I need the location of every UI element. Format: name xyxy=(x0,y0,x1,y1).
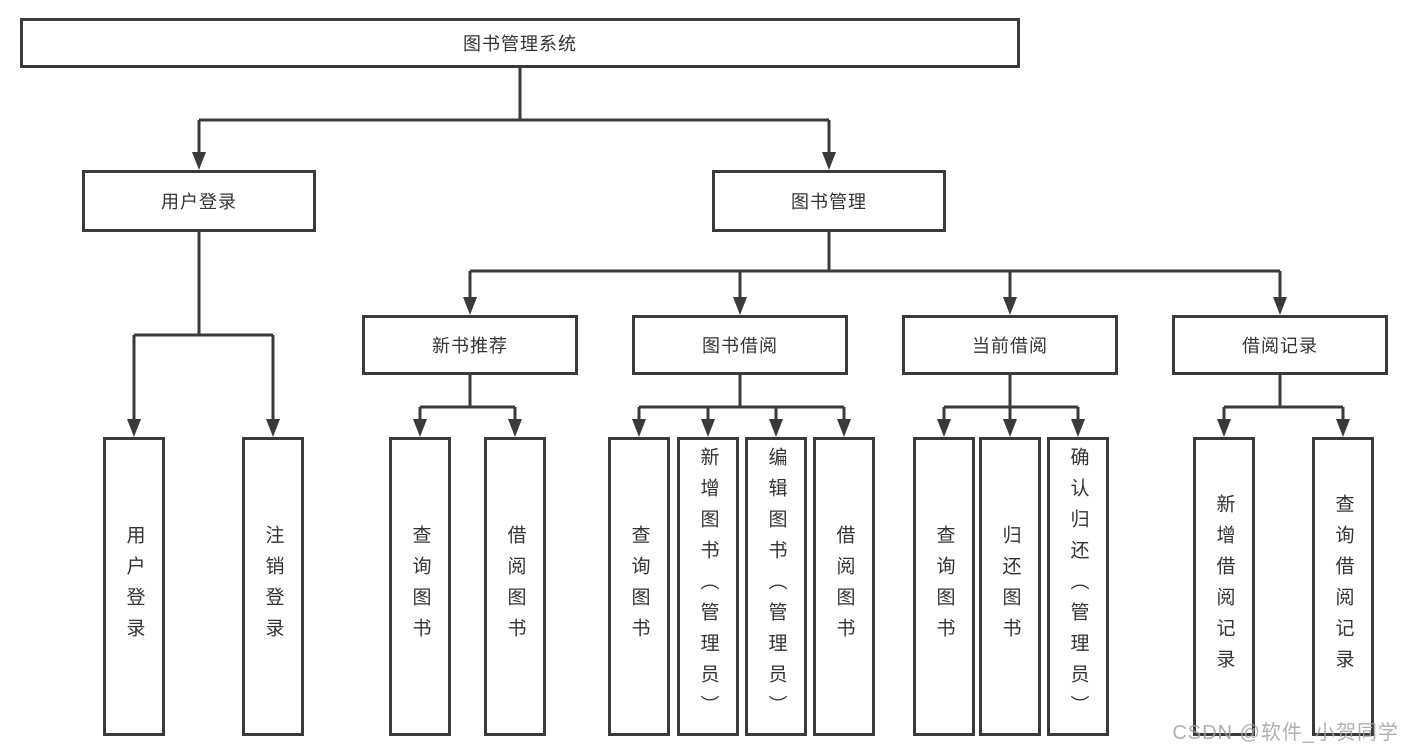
leaf-logout: 注销登录 xyxy=(242,437,304,736)
leaf-borrow-books-recommend-label: 借阅图书 xyxy=(504,524,526,649)
leaf-confirm-return-admin: 确认归还（管理员） xyxy=(1047,437,1109,736)
leaf-borrow-books-recommend: 借阅图书 xyxy=(484,437,546,736)
node-library-management-system: 图书管理系统 xyxy=(20,18,1020,68)
leaf-add-books-admin-label: 新增图书（管理员） xyxy=(697,447,719,726)
leaf-query-borrow-record-label: 查询借阅记录 xyxy=(1332,493,1354,680)
node-user-login: 用户登录 xyxy=(82,170,316,232)
leaf-add-borrow-record-label: 新增借阅记录 xyxy=(1213,493,1235,680)
node-book-borrowing: 图书借阅 xyxy=(632,315,848,375)
node-current-borrowing: 当前借阅 xyxy=(902,315,1118,375)
leaf-query-books-borrowing-label: 查询图书 xyxy=(628,524,650,649)
leaf-user-login-label: 用户登录 xyxy=(123,524,145,649)
leaf-borrow-books-label: 借阅图书 xyxy=(833,524,855,649)
leaf-confirm-return-admin-label: 确认归还（管理员） xyxy=(1067,447,1089,726)
leaf-add-borrow-record: 新增借阅记录 xyxy=(1193,437,1255,736)
leaf-query-books-recommend: 查询图书 xyxy=(389,437,451,736)
leaf-edit-books-admin: 编辑图书（管理员） xyxy=(745,437,807,736)
node-borrowing-records: 借阅记录 xyxy=(1172,315,1388,375)
leaf-query-books-recommend-label: 查询图书 xyxy=(409,524,431,649)
leaf-query-books-current: 查询图书 xyxy=(913,437,975,736)
leaf-edit-books-admin-label: 编辑图书（管理员） xyxy=(765,447,787,726)
leaf-query-borrow-record: 查询借阅记录 xyxy=(1312,437,1374,736)
leaf-logout-label: 注销登录 xyxy=(262,524,284,649)
leaf-query-books-current-label: 查询图书 xyxy=(933,524,955,649)
leaf-return-books: 归还图书 xyxy=(979,437,1041,736)
leaf-return-books-label: 归还图书 xyxy=(999,524,1021,649)
leaf-user-login: 用户登录 xyxy=(103,437,165,736)
leaf-borrow-books: 借阅图书 xyxy=(813,437,875,736)
leaf-query-books-borrowing: 查询图书 xyxy=(608,437,670,736)
leaf-add-books-admin: 新增图书（管理员） xyxy=(677,437,739,736)
node-book-management: 图书管理 xyxy=(712,170,946,232)
csdn-watermark: CSDN @软件_小贺同学 xyxy=(1172,722,1399,744)
node-new-book-recommend: 新书推荐 xyxy=(362,315,578,375)
